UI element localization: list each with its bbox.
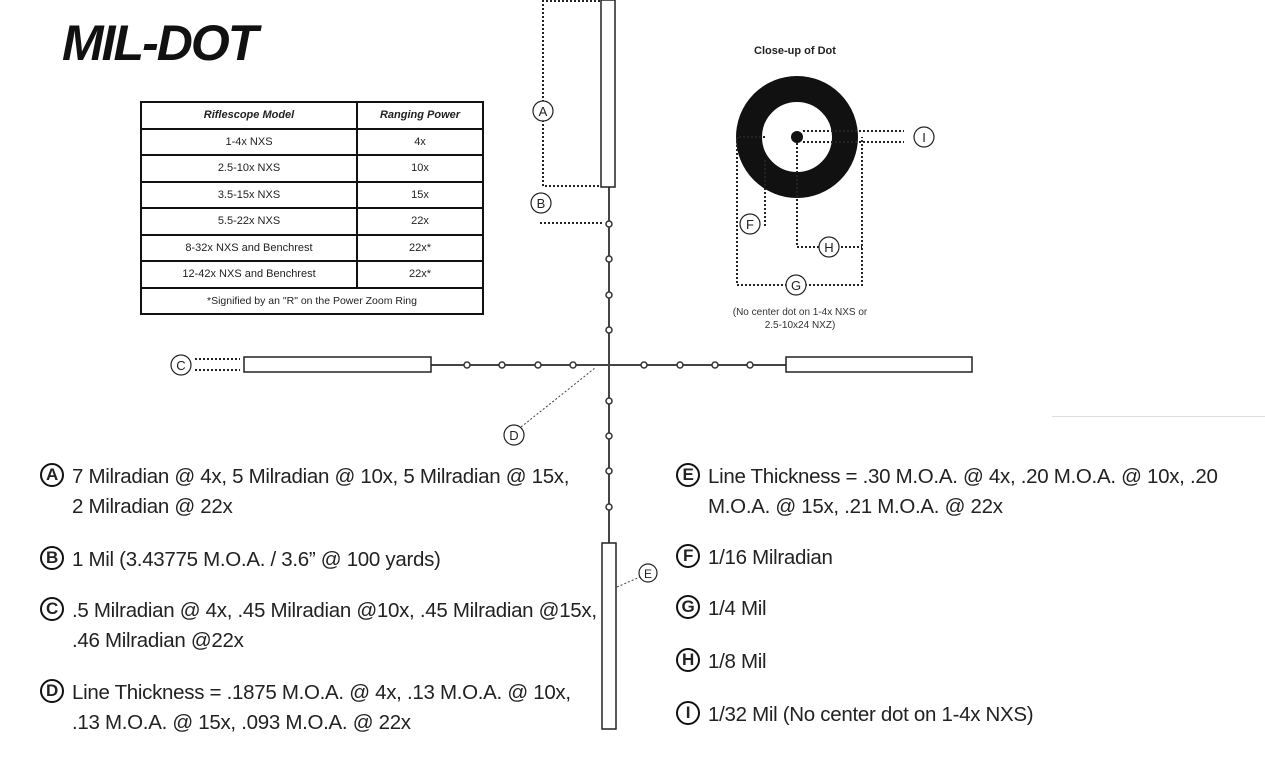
legend-badge-h: H (676, 648, 700, 672)
table-row: 12-42x NXS and Benchrest 22x* (140, 260, 484, 289)
mil-dot (605, 467, 613, 475)
bottom-post (601, 542, 617, 730)
legend-text-e: Line Thickness = .30 M.O.A. @ 4x, .20 M.… (708, 465, 1218, 518)
divider-line (1052, 416, 1265, 417)
legend-item-a: A 7 Milradian @ 4x, 5 Milradian @ 10x, 5… (40, 462, 585, 522)
mil-dot (605, 503, 613, 511)
label-g-marker: G (785, 274, 807, 296)
svg-text:A: A (539, 104, 548, 119)
svg-text:I: I (922, 130, 926, 145)
closeup-note: (No center dot on 1-4x NXS or 2.5-10x24 … (700, 306, 900, 332)
legend-item-g: G 1/4 Mil (676, 594, 1236, 624)
ranging-power-table: Riflescope Model Ranging Power 1-4x NXS … (140, 101, 484, 315)
svg-text:C: C (176, 358, 185, 373)
mil-dot (605, 255, 613, 263)
legend-text-h: 1/8 Mil (708, 650, 767, 673)
label-b-marker: B (530, 192, 552, 214)
svg-text:B: B (537, 196, 546, 211)
mil-dot (463, 361, 471, 369)
label-c-marker: C (170, 354, 192, 376)
vertical-mil-dots (605, 220, 613, 511)
legend-item-i: I 1/32 Mil (No center dot on 1-4x NXS) (676, 700, 1236, 730)
mil-dot (605, 397, 613, 405)
table-cell-model: 12-42x NXS and Benchrest (140, 260, 358, 289)
table-cell-power: 22x* (356, 260, 484, 289)
right-post (785, 356, 973, 373)
mil-dot (711, 361, 719, 369)
legend-badge-a: A (40, 463, 64, 487)
legend-text-c: .5 Milradian @ 4x, .45 Milradian @10x, .… (72, 599, 597, 652)
table-cell-model: 8-32x NXS and Benchrest (140, 233, 358, 262)
dimension-e-leader (616, 576, 641, 588)
label-e-marker: E (638, 563, 658, 583)
horizontal-mil-dots (463, 361, 754, 369)
label-f-marker: F (739, 213, 761, 235)
table-note: *Signified by an "R" on the Power Zoom R… (140, 286, 484, 315)
legend-text-g: 1/4 Mil (708, 597, 767, 620)
legend-badge-d: D (40, 679, 64, 703)
top-post (600, 0, 616, 188)
legend-text-d: Line Thickness = .1875 M.O.A. @ 4x, .13 … (72, 681, 571, 734)
mil-dot (534, 361, 542, 369)
table-row: 3.5-15x NXS 15x (140, 180, 484, 209)
legend-badge-f: F (676, 544, 700, 568)
closeup-note-line: 2.5-10x24 NXZ) (764, 320, 836, 331)
svg-text:D: D (509, 428, 518, 443)
closeup-title: Close-up of Dot (754, 45, 836, 57)
legend-badge-g: G (676, 595, 700, 619)
dimension-lines (195, 0, 602, 371)
legend-badge-i: I (676, 701, 700, 725)
table-note-row: *Signified by an "R" on the Power Zoom R… (140, 286, 484, 315)
label-i-marker: I (913, 126, 935, 148)
legend-text-b: 1 Mil (3.43775 M.O.A. / 3.6” @ 100 yards… (72, 548, 441, 571)
closeup-center-dot (791, 131, 803, 143)
mil-dot (605, 291, 613, 299)
legend-item-h: H 1/8 Mil (676, 647, 1236, 677)
mil-dot (640, 361, 648, 369)
label-d-marker: D (503, 424, 525, 446)
mil-dot (498, 361, 506, 369)
label-a-marker: A (532, 100, 554, 122)
svg-text:F: F (746, 217, 754, 232)
mil-dot (605, 220, 613, 228)
svg-text:G: G (791, 278, 801, 293)
dot-closeup (736, 76, 904, 286)
legend-item-b: B 1 Mil (3.43775 M.O.A. / 3.6” @ 100 yar… (40, 545, 585, 575)
dimension-d-leader (520, 367, 596, 428)
legend-text-i: 1/32 Mil (No center dot on 1-4x NXS) (708, 703, 1034, 726)
legend-item-c: C .5 Milradian @ 4x, .45 Milradian @10x,… (40, 596, 600, 656)
legend-badge-e: E (676, 463, 700, 487)
legend-item-d: D Line Thickness = .1875 M.O.A. @ 4x, .1… (40, 678, 580, 738)
page-title: MIL-DOT (62, 15, 258, 71)
dimension-a-bracket (542, 0, 600, 187)
mil-dot (569, 361, 577, 369)
table-header-row: Riflescope Model Ranging Power (140, 101, 484, 130)
left-post (243, 356, 432, 373)
closeup-note-line: (No center dot on 1-4x NXS or (732, 307, 868, 318)
svg-text:H: H (824, 240, 833, 255)
legend-badge-b: B (40, 546, 64, 570)
table-cell-power: 22x* (356, 233, 484, 262)
table-row: 8-32x NXS and Benchrest 22x* (140, 233, 484, 262)
table-cell-model: 3.5-15x NXS (140, 180, 358, 209)
legend-text-f: 1/16 Milradian (708, 546, 833, 569)
legend-item-e: E Line Thickness = .30 M.O.A. @ 4x, .20 … (676, 462, 1256, 522)
legend-badge-c: C (40, 597, 64, 621)
mil-dot (746, 361, 754, 369)
label-h-marker: H (818, 236, 840, 258)
mil-dot (605, 326, 613, 334)
legend-text-a: 7 Milradian @ 4x, 5 Milradian @ 10x, 5 M… (72, 465, 570, 518)
mil-dot (676, 361, 684, 369)
svg-text:E: E (644, 567, 652, 581)
mil-dot (605, 432, 613, 440)
legend-item-f: F 1/16 Milradian (676, 543, 1236, 573)
